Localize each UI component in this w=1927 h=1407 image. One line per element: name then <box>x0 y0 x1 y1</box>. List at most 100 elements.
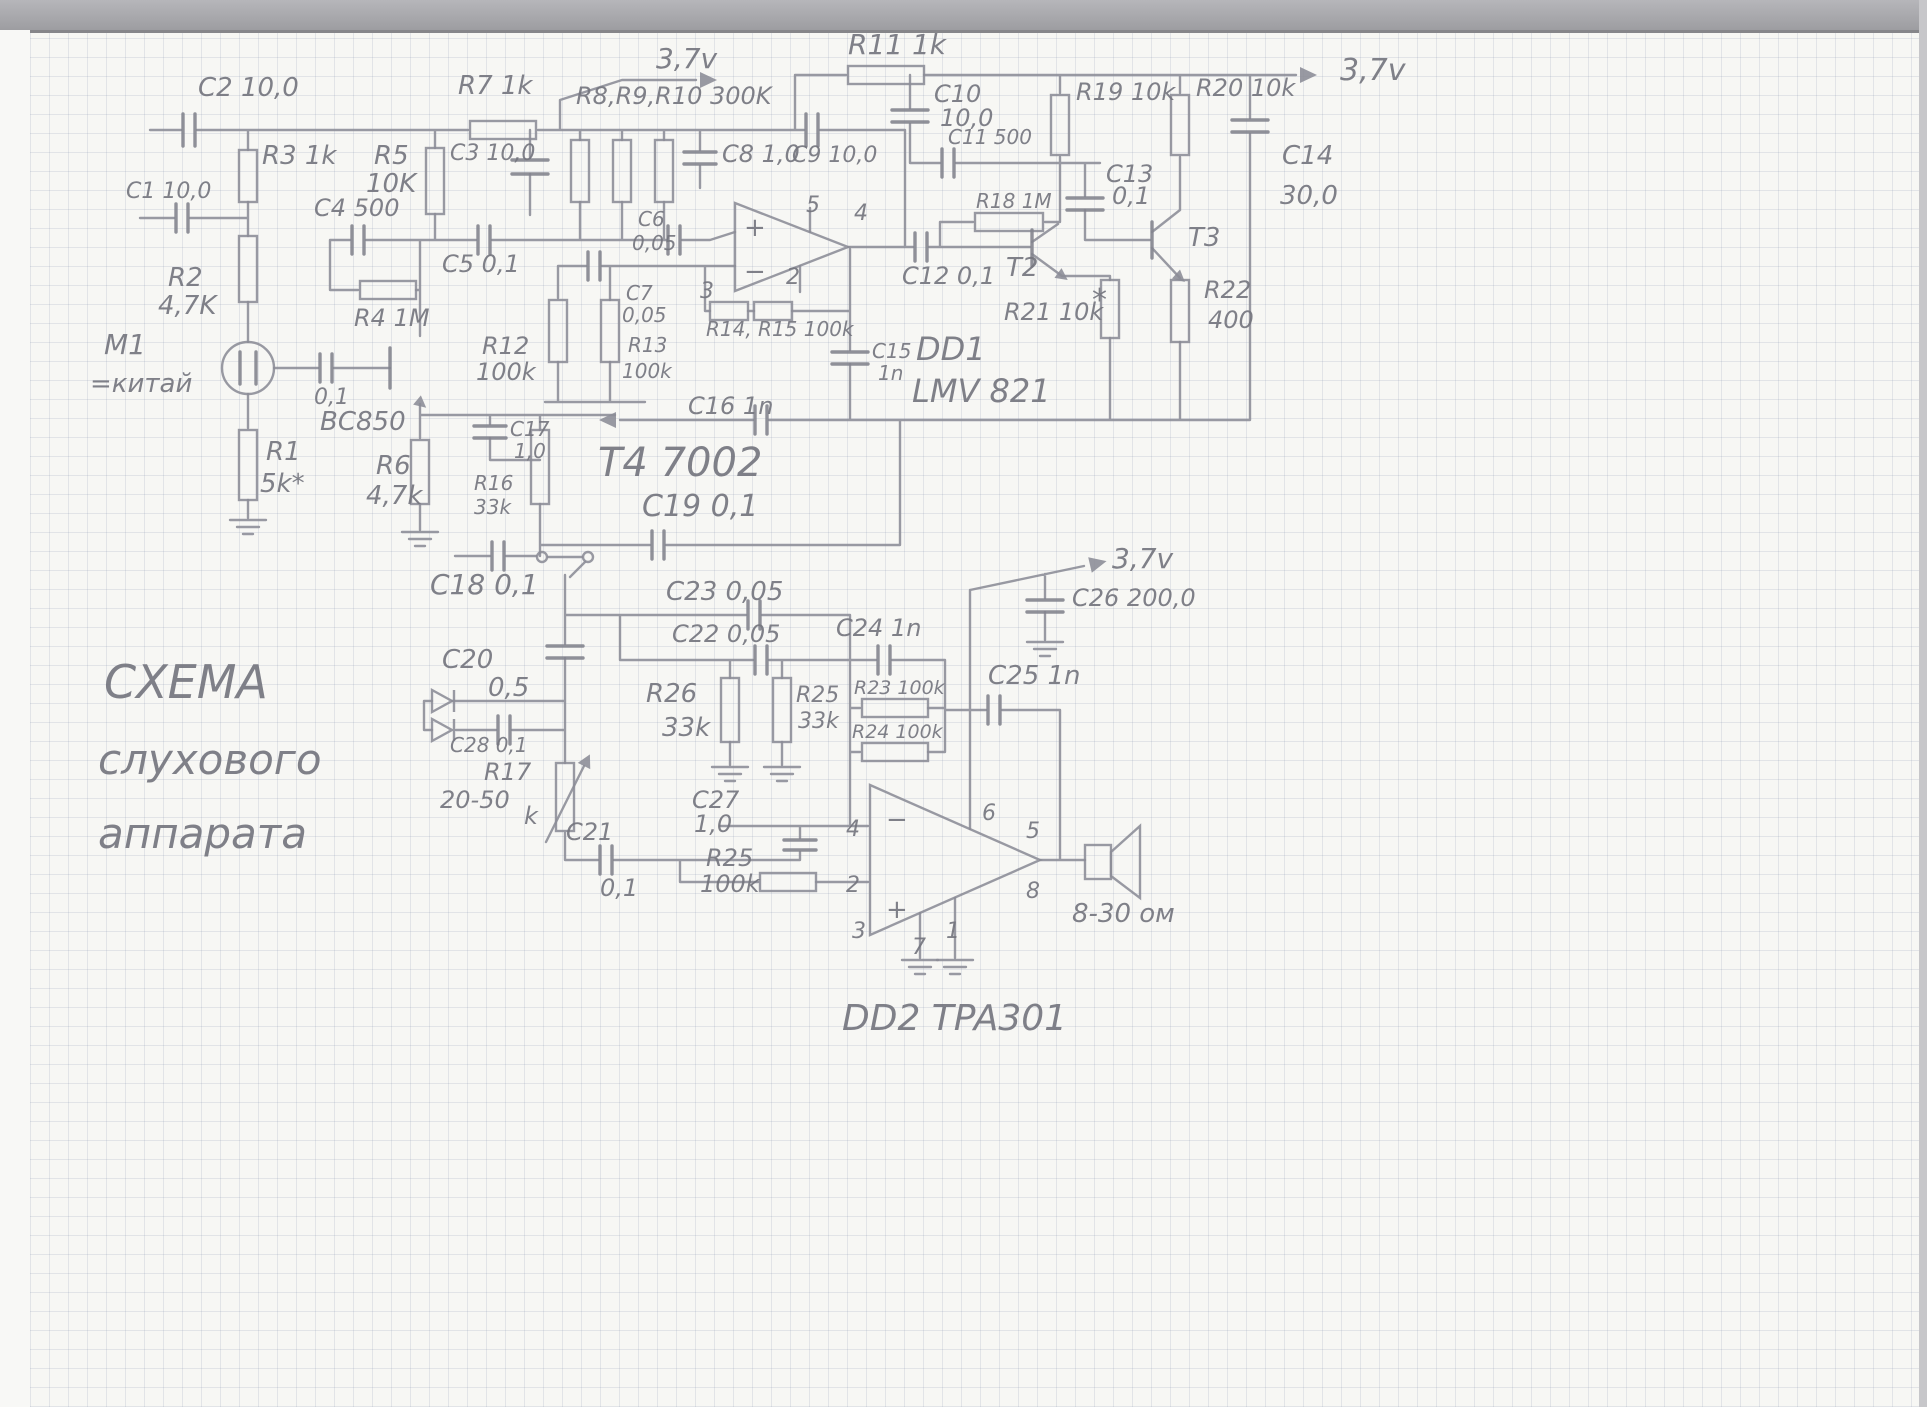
active-devices <box>220 201 1185 937</box>
label-r3: R3 1k <box>262 141 337 171</box>
label-r14r15: R14, R15 100k <box>706 317 855 341</box>
label-c14-name: C14 <box>1282 141 1333 171</box>
label-r1-val: 5k* <box>260 469 305 499</box>
resistor-r22 <box>1169 278 1191 344</box>
capacitor-c12 <box>913 231 929 263</box>
arrow-37v-mid-top <box>700 72 717 88</box>
capacitor-c20 <box>545 644 585 660</box>
capacitor-c7 <box>586 250 602 282</box>
circuit-wiring <box>138 67 1317 960</box>
label-c28: C28 0,1 <box>450 733 528 757</box>
label-r19: R19 10k <box>1076 78 1176 106</box>
label-c7-val: 0,05 <box>622 303 667 327</box>
label-c14-val: 30,0 <box>1280 181 1338 211</box>
label-r5-name: R5 <box>374 141 409 171</box>
label-r6-name: R6 <box>376 451 411 481</box>
capacitor-c22 <box>753 644 769 676</box>
label-r23: R23 100k <box>854 677 946 699</box>
capacitor-c26 <box>1025 598 1065 614</box>
label-r25-name: R25 <box>706 844 753 872</box>
label-speaker-impedance: 8-30 ом <box>1072 899 1175 929</box>
capacitor-c5 <box>476 224 492 256</box>
arrow-37v-right <box>1300 67 1317 83</box>
resistor-r25-small <box>771 676 793 744</box>
capacitor-c23 <box>746 599 762 631</box>
resistor-r14 <box>708 300 750 322</box>
label-c27-name: C27 <box>692 786 740 814</box>
ground-symbols <box>228 518 1065 976</box>
resistor-r18 <box>973 211 1045 233</box>
capacitor-c19 <box>650 529 666 561</box>
resistor-r15 <box>752 300 794 322</box>
label-c12: C12 0,1 <box>902 262 995 290</box>
label-mic-cap: 0,1 <box>314 385 349 410</box>
capacitor-c14 <box>1230 118 1270 134</box>
ground-c26 <box>1025 640 1065 658</box>
dd2-pin3: 3 <box>852 919 866 944</box>
label-r6-val: 4,7k <box>366 481 423 511</box>
label-r26-val: 33k <box>662 713 711 743</box>
label-c10-val: 10,0 <box>940 104 993 132</box>
dd2-pin6: 6 <box>982 801 996 826</box>
label-dd1-part: LMV 821 <box>912 372 1051 410</box>
capacitor-c11 <box>940 147 956 179</box>
label-c13-name: C13 <box>1106 160 1153 188</box>
label-c25: C25 1n <box>988 661 1081 691</box>
connector-contact-2 <box>581 550 595 564</box>
label-c15-val: 1n <box>878 361 903 385</box>
capacitor-c8 <box>682 150 718 166</box>
label-c20-name: C20 <box>442 645 493 675</box>
label-r17-unit: k <box>524 802 539 830</box>
label-m1-val: =китай <box>90 369 192 399</box>
label-m1-name: M1 <box>104 328 146 361</box>
resistor-r21 <box>1099 278 1121 340</box>
r17-wiper-arrowhead <box>577 754 591 770</box>
arrow-left-feedline <box>599 412 616 428</box>
ground-r1 <box>228 518 268 536</box>
dd1-plus-sign: + <box>744 213 766 243</box>
resistor-r20 <box>1169 93 1191 157</box>
title-line-2: слухового <box>98 735 322 784</box>
capacitors <box>174 108 1270 876</box>
ground-dd2-pin7 <box>900 958 940 976</box>
capacitor-c16 <box>753 404 769 436</box>
opamp-dd2-triangle <box>868 783 1043 937</box>
resistor-r11 <box>846 64 926 86</box>
capacitor-mic-coupling <box>318 352 334 384</box>
resistor-r1 <box>237 428 259 502</box>
resistor-r9 <box>611 138 633 204</box>
t3-emitter-arrow <box>1171 269 1185 283</box>
label-37v-lower: 3,7v <box>1112 542 1174 575</box>
capacitor-c13 <box>1065 196 1105 212</box>
dd2-pin2: 2 <box>846 873 860 898</box>
label-r26-name: R26 <box>646 679 697 709</box>
resistor-r26 <box>719 676 741 744</box>
resistors <box>237 64 1191 893</box>
resistor-r13 <box>599 298 621 364</box>
capacitor-c4 <box>350 224 366 256</box>
speaker-body <box>1083 843 1113 881</box>
label-t2: T2 <box>1006 253 1038 283</box>
resistor-r4 <box>358 279 418 301</box>
label-c21-val: 0,1 <box>600 874 638 902</box>
title-line-3: аппарата <box>98 809 307 858</box>
label-r11: R11 1k <box>848 28 948 61</box>
resistor-r7 <box>468 119 538 141</box>
dd1-pin3: 3 <box>700 279 714 304</box>
resistor-r16 <box>529 428 551 506</box>
label-r25s-val: 33k <box>798 709 840 734</box>
speaker-cone <box>1109 823 1142 901</box>
dd1-pin4: 4 <box>854 201 868 226</box>
label-r25s-name: R25 <box>796 683 839 708</box>
bc850-emitter-arrow <box>413 395 427 408</box>
dd1-minus-sign: − <box>744 257 766 287</box>
resistor-r25 <box>758 871 818 893</box>
label-r4: R4 1M <box>354 304 430 332</box>
capacitor-c27 <box>782 838 818 852</box>
label-c18: C18 0,1 <box>430 568 539 601</box>
label-c6-val: 0,05 <box>632 231 677 255</box>
dd2-plus-sign: + <box>886 895 908 925</box>
dd2-pin1: 1 <box>946 919 960 944</box>
label-r22-val: 400 <box>1208 306 1254 334</box>
label-r25-val: 100k <box>700 870 761 898</box>
